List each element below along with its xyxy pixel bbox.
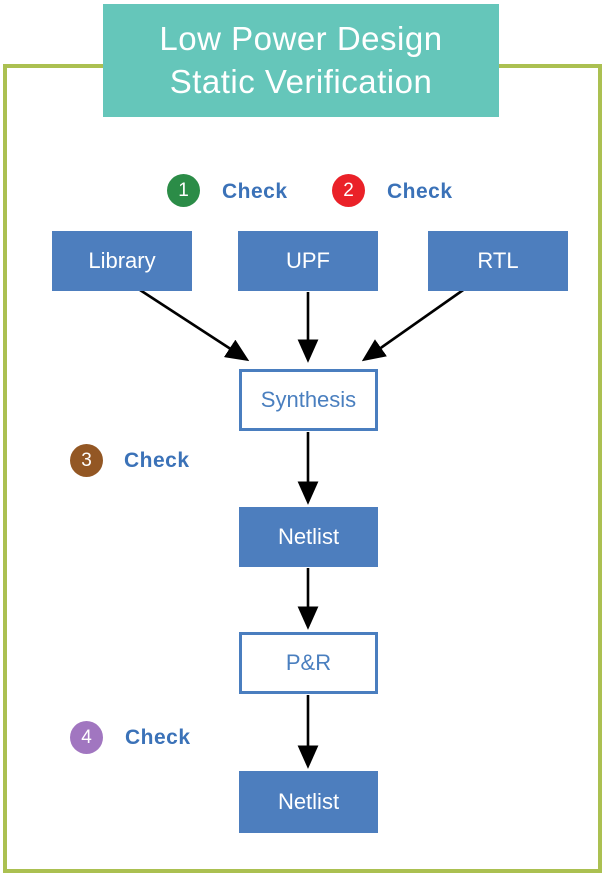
node-netlist-post-synthesis: Netlist — [239, 507, 378, 567]
check-2-label: Check — [387, 180, 453, 203]
check-3-label: Check — [124, 449, 190, 472]
node-library-label: Library — [88, 248, 156, 273]
check-3-number: 3 — [81, 449, 92, 471]
check-3-badge: 3 — [70, 444, 103, 477]
node-synthesis-label: Synthesis — [260, 387, 357, 412]
diagram-title: Low Power Design Static Verification — [103, 4, 499, 117]
node-synthesis: Synthesis — [239, 369, 378, 431]
node-upf: UPF — [238, 231, 378, 291]
check-1-number: 1 — [178, 179, 189, 201]
check-2-number: 2 — [343, 179, 354, 201]
check-4-number: 4 — [81, 726, 92, 748]
title-line-1: Low Power Design — [159, 20, 443, 58]
check-2-badge: 2 — [332, 174, 365, 207]
node-upf-label: UPF — [286, 248, 330, 273]
node-place-and-route: P&R — [239, 632, 378, 694]
node-netlist-post-pr-label: Netlist — [277, 789, 340, 814]
node-netlist-post-pr: Netlist — [239, 771, 378, 833]
node-library: Library — [52, 231, 192, 291]
check-4-badge: 4 — [70, 721, 103, 754]
node-netlist-post-synthesis-label: Netlist — [277, 524, 340, 549]
check-1-badge: 1 — [167, 174, 200, 207]
node-rtl: RTL — [428, 231, 568, 291]
check-4-label: Check — [125, 726, 191, 749]
title-line-2: Static Verification — [169, 62, 433, 100]
node-place-and-route-label: P&R — [285, 650, 332, 675]
node-rtl-label: RTL — [477, 248, 519, 273]
check-1-label: Check — [222, 180, 288, 203]
